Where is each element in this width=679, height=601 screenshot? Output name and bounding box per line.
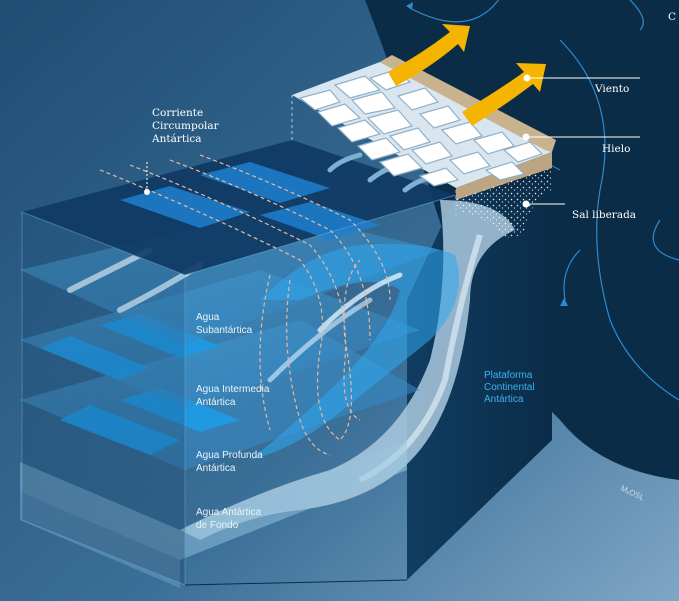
label-corriente-3: Antártica: [151, 133, 202, 145]
label-plataforma-3: Antártica: [484, 394, 524, 405]
label-sal: Sal liberada: [572, 209, 636, 221]
label-profunda-1: Agua Profunda: [196, 450, 263, 461]
water-flow: [250, 243, 460, 460]
block-front-face: [21, 211, 186, 586]
label-plataforma-2: Continental: [484, 382, 535, 393]
circumpolar-current-paths: [99, 154, 391, 456]
label-hielo: Hielo: [602, 143, 630, 155]
label-intermedia-1: Agua Intermedia: [196, 384, 270, 395]
leader-lines: [144, 74, 640, 208]
label-corriente-1: Corriente: [152, 107, 203, 119]
salt-released: [456, 168, 552, 239]
ocean-surface: [22, 140, 456, 275]
label-corriente-2: Circumpolar: [152, 120, 220, 132]
label-fondo-2: de Fondo: [196, 520, 239, 531]
label-profunda-2: Antártica: [196, 463, 236, 474]
corner-letter: C: [668, 11, 676, 23]
label-subantartica-1: Agua: [196, 312, 220, 323]
label-plataforma-1: Plataforma: [484, 370, 533, 381]
label-intermedia-2: Antártica: [196, 397, 236, 408]
label-viento: Viento: [594, 83, 629, 95]
label-fondo-1: Agua Antártica: [196, 507, 261, 518]
label-subantartica-2: Subantártica: [196, 325, 253, 336]
